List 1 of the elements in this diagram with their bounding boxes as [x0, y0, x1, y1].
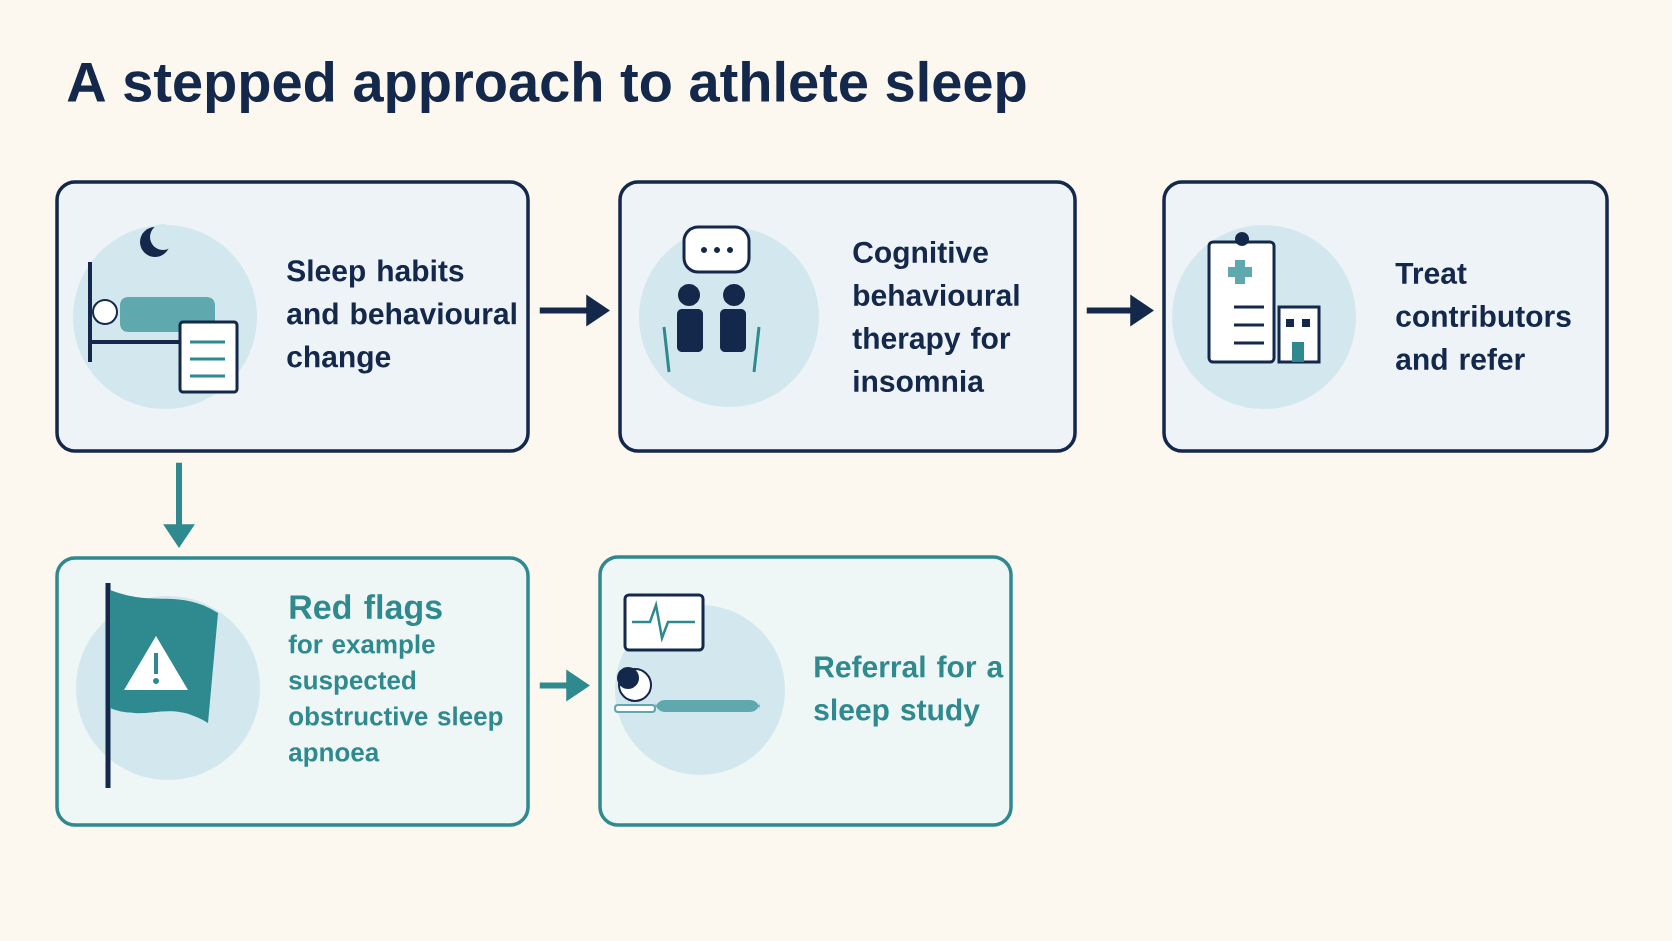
- title: A stepped approach to athlete sleep: [67, 60, 1026, 114]
